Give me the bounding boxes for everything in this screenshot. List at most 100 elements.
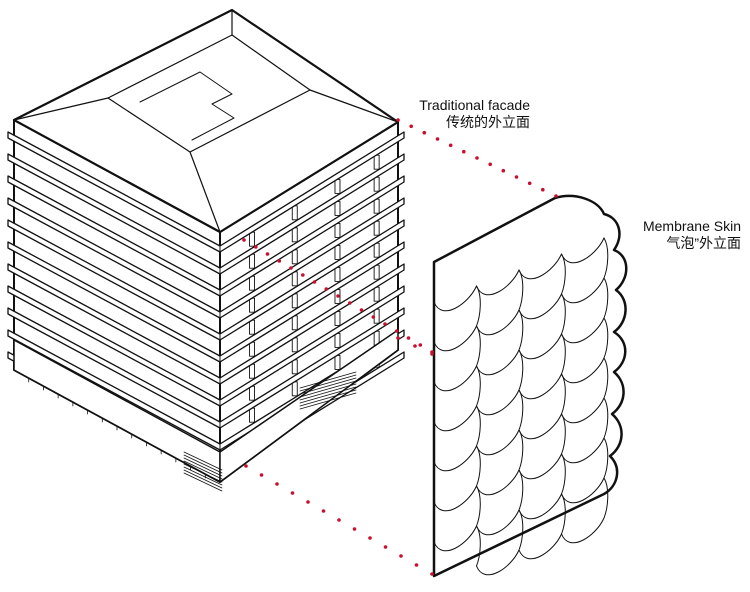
leader-dot (409, 124, 414, 129)
leader-dot (413, 344, 417, 348)
membrane-bubble-seam (518, 453, 562, 480)
membrane-bubble-seam (476, 469, 520, 496)
facade-column (334, 310, 341, 326)
leader-dot (289, 266, 293, 270)
membrane-bubble-seam (561, 357, 605, 384)
facade-column (373, 198, 380, 214)
leader-dot (348, 301, 352, 305)
membrane-bubble-seam (433, 445, 477, 472)
stair-tread (183, 451, 223, 471)
membrane-bubble-seam (561, 277, 605, 304)
leader-dot (275, 482, 279, 486)
facade-column (249, 297, 255, 313)
stair-tread (183, 454, 223, 474)
roof-hip-left (13, 97, 109, 121)
membrane-bubble-seam (476, 389, 520, 416)
building (7, 8, 405, 492)
leader-dot (337, 518, 341, 522)
leader-dot (396, 118, 400, 122)
facade-column (334, 244, 341, 260)
leader-dot (418, 343, 423, 347)
facade-column (249, 385, 255, 401)
leader-dot (306, 500, 310, 504)
leader-lines (242, 118, 558, 576)
leader-dot (242, 238, 246, 242)
roof-hip-front (189, 151, 221, 233)
membrane-bubble-seam (476, 349, 520, 376)
leader-dot (254, 245, 258, 249)
facade-column (249, 363, 255, 379)
facade-column (291, 293, 298, 309)
facade-column (373, 176, 380, 192)
membrane-outline (432, 194, 628, 578)
leader-dot (527, 181, 532, 186)
roof-hip-right (309, 89, 399, 123)
facade-column (249, 231, 255, 247)
membrane-bubble-seam (561, 477, 605, 504)
facade-column (249, 341, 255, 357)
stair-tread (183, 460, 223, 480)
leader-dot (501, 168, 506, 173)
facade-column (249, 407, 255, 423)
facade-column (249, 319, 255, 335)
membrane-bubble-seam (476, 509, 520, 536)
leader-dot (430, 352, 434, 356)
leader-dot (321, 509, 326, 513)
leader-dot (352, 527, 357, 531)
stair-tread (183, 472, 223, 492)
leader-dot (312, 280, 317, 284)
membrane-bubble-seam (603, 317, 609, 359)
facade-column (373, 264, 380, 280)
membrane-bubble-seam (603, 437, 609, 479)
facade-column (249, 253, 255, 269)
leader-dot (422, 130, 427, 135)
membrane-bubble-seam (603, 397, 609, 439)
leader-dot (259, 473, 264, 477)
membrane-bubble-seam (561, 437, 605, 464)
traditional-facade-label-cn: 传统的外立面 (446, 114, 530, 130)
stair-tread (299, 380, 357, 398)
leader-dot (371, 315, 376, 319)
membrane-bubble-seam (518, 333, 562, 360)
traditional-facade-label: Traditional facade (419, 97, 530, 113)
membrane-bubble-seam (518, 413, 562, 440)
membrane-skin-label: Membrane Skin (642, 218, 741, 234)
membrane-bubble-seam (518, 533, 562, 560)
leader-dot (399, 554, 403, 558)
membrane-bubble-seam (603, 477, 609, 519)
leader-dot (435, 137, 440, 141)
stair-tread (183, 463, 223, 483)
facade-column (373, 286, 380, 302)
membrane-bubble-seam (603, 237, 609, 279)
leader-dot (359, 308, 364, 312)
stair-tread (299, 386, 357, 404)
leader-dot (290, 491, 295, 495)
leader-dot (383, 322, 387, 326)
membrane-bubble-seam (476, 549, 520, 576)
membrane-bubble-seam (518, 493, 562, 520)
leader-dot (514, 175, 519, 179)
membrane-bubble-seam (518, 253, 562, 280)
leader-dot (448, 143, 453, 148)
leader-dot (475, 156, 479, 160)
facade-column (334, 332, 341, 348)
facade-column (334, 178, 341, 194)
leader-dot (462, 149, 466, 154)
facade-column (291, 381, 298, 397)
leader-dot (265, 252, 270, 256)
stair-tread (299, 383, 357, 401)
stair-tread (183, 457, 223, 477)
membrane-bubble-seam (476, 269, 520, 296)
membrane-bubble-seam (561, 517, 605, 544)
stair-tread (299, 392, 357, 410)
membrane-bubble-seam (476, 429, 520, 456)
facade-column (291, 359, 298, 375)
membrane-bubble-seam (561, 397, 605, 424)
stair-tread (299, 389, 357, 407)
stair-tread (183, 466, 223, 486)
facade-column (291, 205, 298, 221)
membrane-bubble-seam (561, 237, 605, 264)
membrane-bubble-seam (476, 309, 520, 336)
membrane-bubble-seam (518, 293, 562, 320)
membrane-bubble-seam (433, 365, 477, 392)
